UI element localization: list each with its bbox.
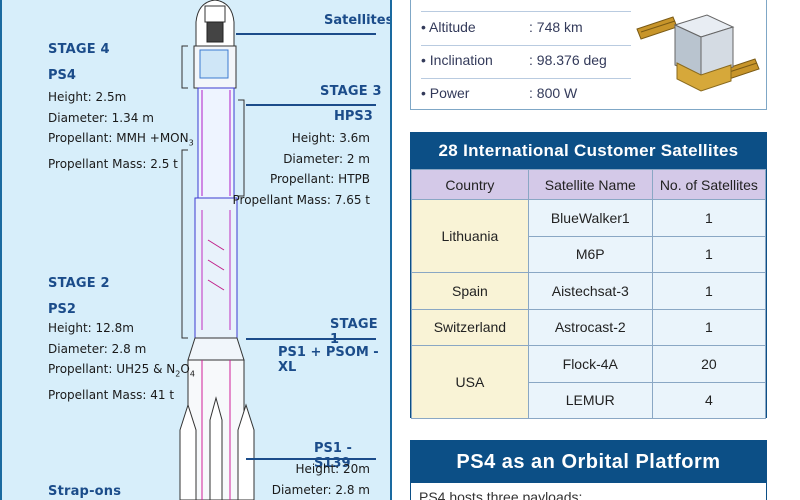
satellite-name-cell: LEMUR <box>527 381 653 419</box>
strapons-title: Strap-ons <box>48 484 122 499</box>
stage3-height: Height: 3.6m <box>291 131 370 145</box>
satellite-name-cell: Aistechsat-3 <box>527 272 653 310</box>
orbit-separator <box>421 78 631 79</box>
platform-text: PS4 hosts three payloads: <box>419 489 583 500</box>
stage3-leader-line <box>246 104 376 106</box>
satellite-count-cell: 4 <box>651 381 767 419</box>
stage4-title: STAGE 4 <box>48 42 110 57</box>
platform-title: PS4 as an Orbital Platform <box>411 441 766 483</box>
stage2-mass: Propellant Mass: 41 t <box>48 387 175 402</box>
stage1-leader-line <box>246 338 376 340</box>
satellite-name-cell: BlueWalker1 <box>527 199 653 237</box>
table-header-row: Country Satellite Name No. of Satellites <box>411 169 767 200</box>
orbit-value: : 748 km <box>529 19 583 35</box>
orbit-separator <box>421 11 631 12</box>
stage3-mass: Propellant Mass: 7.65 t <box>232 192 371 207</box>
column-header: No. of Satellites <box>651 169 767 200</box>
ps1-height: Height: 20m <box>295 462 370 476</box>
stage3-diameter: Diameter: 2 m <box>283 151 370 166</box>
stage2-propellant: Propellant: UH25 & N2O4 <box>48 362 195 379</box>
ps1-diameter: Diameter: 2.8 m <box>271 482 370 497</box>
stage4-diameter: Diameter: 1.34 m <box>48 110 154 125</box>
orbit-separator <box>421 45 631 46</box>
satellite-name-cell: Astrocast-2 <box>527 308 653 346</box>
stage3-propellant: Propellant: HTPB <box>269 172 370 186</box>
stage3-name: HPS3 <box>334 109 373 124</box>
rocket-diagram-panel: Satellites STAGE 4 PS4 Height: 2.5m Diam… <box>0 0 392 500</box>
stage4-propellant: Propellant: MMH +MON3 <box>48 131 194 148</box>
stage2-diameter: Diameter: 2.8 m <box>48 341 147 356</box>
orbit-label: • Inclination <box>421 52 493 68</box>
orbit-value: : 98.376 deg <box>529 52 607 68</box>
stage4-name: PS4 <box>48 68 76 83</box>
satellite-count-cell: 1 <box>651 308 767 346</box>
satellites-leader-line <box>236 33 376 35</box>
ps1-core-name: PS1 - S139 <box>314 441 352 471</box>
stage2-height: Height: 12.8m <box>48 321 134 335</box>
orbit-row-power: • Power : 800 W <box>421 85 577 101</box>
country-cell: Spain <box>411 272 529 310</box>
satellites-grid: Country Satellite Name No. of Satellites… <box>411 169 767 419</box>
table-row: Lithuania BlueWalker1 1 <box>411 199 767 273</box>
satellite-count-cell: 1 <box>651 272 767 310</box>
stage2-specs: Height: 12.8m Diameter: 2.8 m Propellant… <box>48 318 195 405</box>
stage2-name: PS2 <box>48 302 76 317</box>
orbital-platform-box: PS4 as an Orbital Platform PS4 hosts thr… <box>410 440 767 500</box>
ps1-specs: Height: 20m Diameter: 2.8 m <box>272 459 370 500</box>
country-cell: USA <box>411 345 529 419</box>
stage1-name: PS1 + PSOM - XL <box>278 345 379 375</box>
orbit-row-inclination: • Inclination : 98.376 deg <box>421 52 607 68</box>
satellite-count-cell: 1 <box>651 199 767 237</box>
orbit-value: : 800 W <box>529 85 578 101</box>
satellite-illustration <box>636 14 760 92</box>
stage2-title: STAGE 2 <box>48 276 110 291</box>
satellite-count-cell: 20 <box>651 345 767 383</box>
stage4-mass: Propellant Mass: 2.5 t <box>48 156 178 171</box>
orbit-parameters-box: • Altitude : 748 km • Inclination : 98.376… <box>410 0 767 110</box>
table-row: LEMUR 4 <box>412 381 767 419</box>
satellites-label: Satellites <box>324 13 392 28</box>
satellite-count-cell: 1 <box>651 235 767 273</box>
stage4-height: Height: 2.5m <box>48 90 127 104</box>
orbit-label: • Power <box>421 85 470 101</box>
ps1-leader-line <box>246 458 376 460</box>
table-row: Spain Aistechsat-3 1 <box>411 272 767 310</box>
orbit-row-altitude: • Altitude : 748 km <box>421 19 583 35</box>
stage4-specs: Height: 2.5m Diameter: 1.34 m Propellant… <box>48 87 194 174</box>
stage1-title: STAGE 1 <box>330 317 378 347</box>
column-header: Country <box>411 169 529 200</box>
table-row: Switzerland Astrocast-2 1 <box>411 308 767 346</box>
stage3-title: STAGE 3 <box>320 84 382 99</box>
rocket-drawing <box>179 0 255 500</box>
orbit-label: • Altitude <box>421 19 476 35</box>
satellite-name-cell: M6P <box>527 235 653 273</box>
customer-satellites-table: 28 International Customer Satellites Cou… <box>410 132 767 419</box>
satellite-name-cell: Flock-4A <box>527 345 653 383</box>
country-cell: Switzerland <box>411 308 529 346</box>
column-header: Satellite Name <box>527 169 653 200</box>
stage3-specs: Height: 3.6m Diameter: 2 m Propellant: H… <box>233 128 371 210</box>
table-title: 28 International Customer Satellites <box>411 133 766 169</box>
table-row: USA Flock-4A 20 <box>411 345 767 419</box>
country-cell: Lithuania <box>411 199 529 273</box>
